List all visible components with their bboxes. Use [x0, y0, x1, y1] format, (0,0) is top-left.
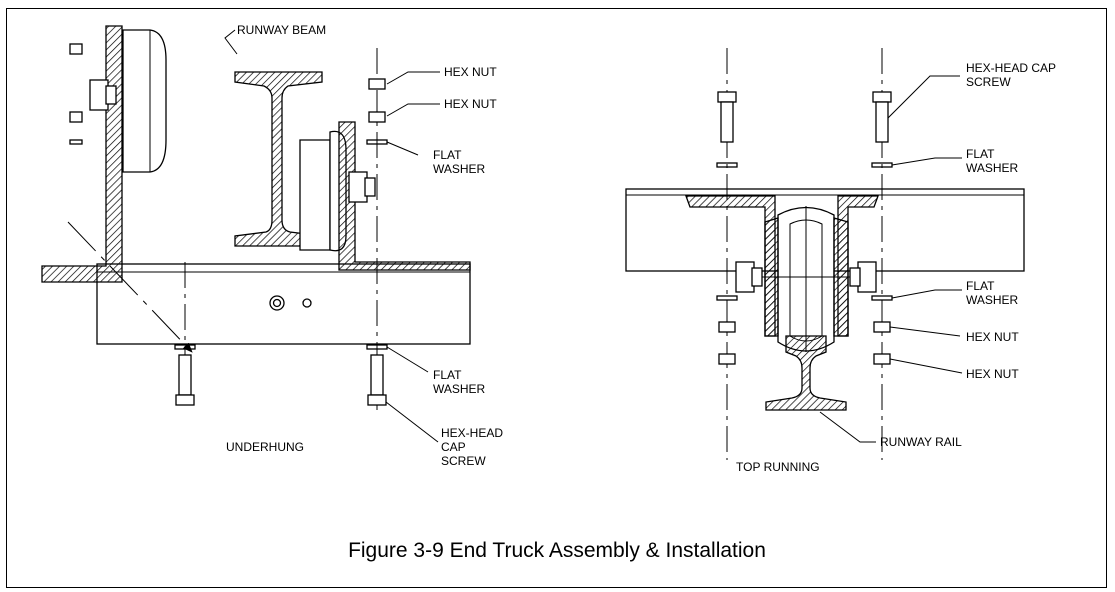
end-truck-body [96, 263, 471, 345]
hex-nut-lower-right-1 [873, 321, 891, 333]
label-hex-nut-2: HEX NUT [444, 97, 497, 111]
label-flat-1: FLAT [433, 148, 462, 162]
figure-frame [6, 8, 1107, 588]
hex-nut-axle-right [857, 261, 877, 293]
label-screw: SCREW [441, 454, 486, 468]
hex-head-cap-screw-top-right [872, 91, 892, 143]
label-runway-beam: RUNWAY BEAM [237, 23, 326, 37]
label-screw-right: SCREW [966, 75, 1011, 89]
hex-head-cap-screw-right [367, 354, 387, 406]
label-hex-nut-3: HEX NUT [966, 330, 1019, 344]
figure-caption: Figure 3-9 End Truck Assembly & Installa… [348, 539, 766, 562]
label-hex-head-cap: HEX-HEAD CAP [966, 61, 1056, 75]
label-flat-2: FLAT [433, 368, 462, 382]
hex-head-cap-screw-top-left [717, 91, 737, 143]
angle-left [685, 195, 776, 337]
label-hex-nut-4: HEX NUT [966, 367, 1019, 381]
label-cap: CAP [441, 440, 466, 454]
flat-washer-top-left [716, 162, 738, 168]
flat-washer-lower-right [871, 295, 893, 301]
runway-rail [765, 335, 847, 411]
label-top-running: TOP RUNNING [736, 460, 820, 474]
hex-head-cap-screw-left [175, 354, 195, 406]
label-washer-2: WASHER [433, 382, 486, 396]
label-washer-1: WASHER [433, 162, 486, 176]
label-flat-4: FLAT [966, 279, 995, 293]
end-truck-angle-upper [41, 25, 167, 283]
label-washer-3: WASHER [966, 161, 1019, 175]
flat-washer-left [174, 344, 196, 350]
label-hex-head: HEX-HEAD [441, 426, 503, 440]
label-underhung: UNDERHUNG [226, 440, 304, 454]
label-flat-3: FLAT [966, 147, 995, 161]
hex-nut-upper [368, 78, 386, 90]
label-washer-4: WASHER [966, 293, 1019, 307]
end-truck-angle-lower [299, 121, 471, 271]
hex-nut-lower [368, 111, 386, 123]
hex-nut-axle-left [735, 261, 755, 293]
callout-labels: RUNWAY BEAM HEX NUT HEX NUT FLAT WASHER … [226, 23, 1056, 474]
label-hex-nut-1: HEX NUT [444, 65, 497, 79]
runway-wheel [764, 206, 849, 352]
hex-nut-lower-right-2 [873, 353, 891, 365]
label-runway-rail: RUNWAY RAIL [880, 435, 962, 449]
top-running-view [625, 48, 1025, 460]
underhung-view [41, 25, 471, 443]
